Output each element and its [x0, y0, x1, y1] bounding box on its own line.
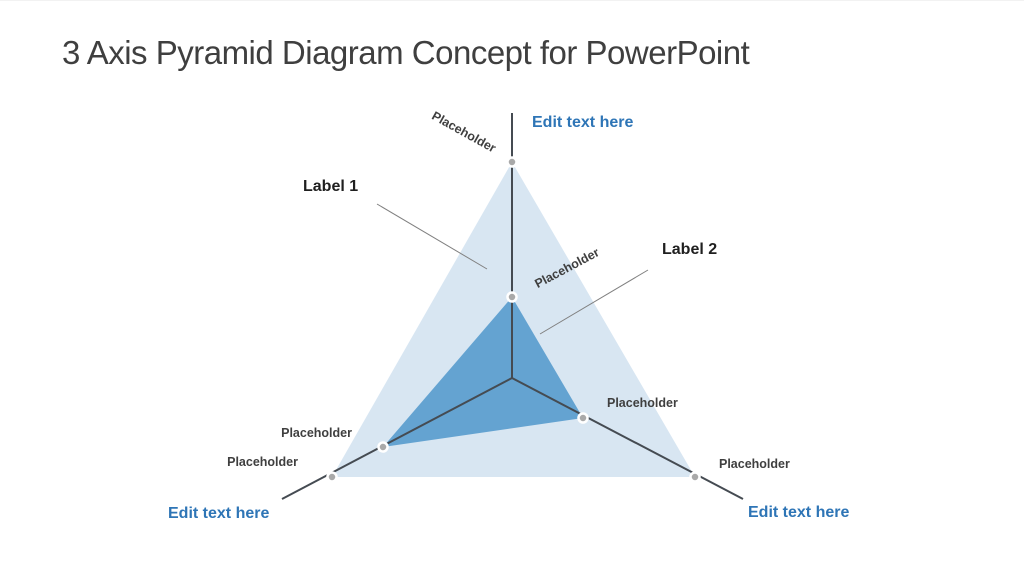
slide-title[interactable]: 3 Axis Pyramid Diagram Concept for Power… [62, 34, 750, 71]
outer-vertex-marker-top [506, 156, 518, 168]
label2-leader-line [539, 269, 649, 335]
label-1[interactable]: Label 1 [303, 178, 359, 195]
label-2[interactable]: Label 2 [662, 241, 718, 258]
placeholder-label-inner-right[interactable]: Placeholder [607, 396, 678, 410]
edit-text-bottom-right[interactable]: Edit text here [748, 504, 850, 521]
placeholder-label-outer-left[interactable]: Placeholder [227, 455, 298, 469]
inner-vertex-marker-bottom-right [577, 412, 589, 424]
placeholder-label-outer-right[interactable]: Placeholder [719, 457, 790, 471]
label1-leader-line [376, 203, 488, 270]
inner-vertex-marker-top [506, 291, 518, 303]
outer-vertex-marker-bottom-left [326, 471, 338, 483]
inner-triangle-shape [383, 297, 583, 447]
inner-vertex-marker-bottom-left [377, 441, 389, 453]
edit-text-bottom-left[interactable]: Edit text here [168, 505, 270, 522]
placeholder-label-inner-left[interactable]: Placeholder [281, 426, 352, 440]
outer-vertex-marker-bottom-right [689, 471, 701, 483]
axis-line-bottom-left [281, 377, 513, 500]
edit-text-top[interactable]: Edit text here [532, 114, 634, 131]
axis-line-bottom-right [511, 377, 744, 500]
